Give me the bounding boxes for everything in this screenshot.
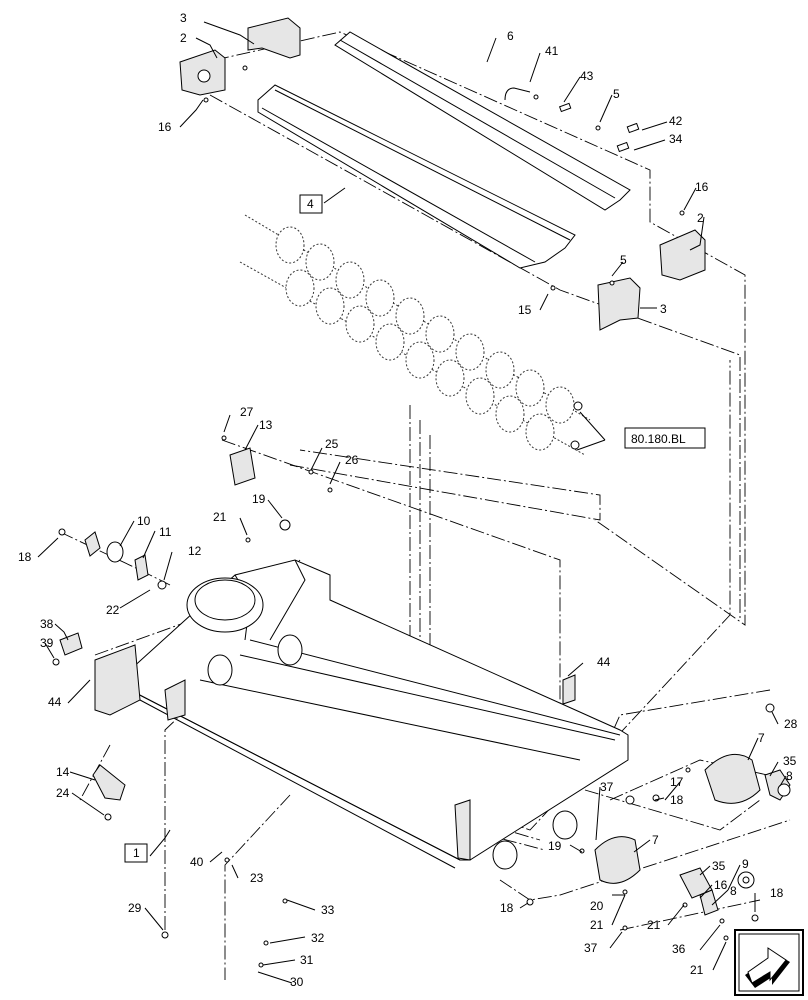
callout-4: 4 (307, 197, 314, 211)
callout-19-right: 19 (548, 839, 562, 853)
callout-8-lower: 8 (730, 884, 737, 898)
callout-27: 27 (240, 405, 254, 419)
callout-33: 33 (321, 903, 335, 917)
right-drive-parts (526, 753, 791, 941)
callout-20: 20 (590, 899, 604, 913)
bracket-upper-left (247, 17, 301, 59)
next-page-arrow-icon[interactable] (734, 929, 804, 996)
callout-16-right: 16 (695, 180, 709, 194)
callout-32: 32 (311, 931, 325, 945)
callout-34: 34 (669, 132, 683, 146)
callout-44-left: 44 (48, 695, 62, 709)
upper-cover (334, 31, 631, 211)
callout-6: 6 (507, 29, 514, 43)
callout-3-right: 3 (660, 302, 667, 316)
leader-lines (37, 21, 787, 984)
main-frame (94, 559, 629, 870)
callout-38: 38 (40, 617, 54, 631)
callout-13: 13 (259, 418, 273, 432)
callout-35-upper: 35 (783, 754, 797, 768)
callout-16-lower: 16 (714, 878, 728, 892)
callout-26: 26 (345, 453, 359, 467)
callout-29: 29 (128, 901, 142, 915)
callout-14: 14 (56, 765, 70, 779)
callout-36: 36 (672, 942, 686, 956)
drive-plate-upper (704, 753, 761, 804)
callout-18-bottom: 18 (500, 901, 514, 915)
callout-21-lower-a: 21 (590, 918, 604, 932)
callout-9: 9 (742, 857, 749, 871)
callout-5-right: 5 (620, 253, 627, 267)
callout-10: 10 (137, 514, 151, 528)
side-plate-left (94, 644, 141, 716)
callout-3-top-left: 3 (180, 11, 187, 25)
callout-30: 30 (290, 975, 304, 989)
callout-35-lower: 35 (712, 859, 726, 873)
callout-21-left: 21 (213, 510, 227, 524)
callout-24: 24 (56, 786, 70, 800)
callout-43: 43 (580, 69, 594, 83)
callout-22: 22 (106, 603, 120, 617)
callout-2-top-left: 2 (180, 31, 187, 45)
callout-44-right: 44 (597, 655, 611, 669)
plate-13 (229, 447, 256, 486)
callout-labels: 3 2 16 6 41 43 5 42 34 4 16 2 5 3 15 80.… (18, 11, 798, 989)
callout-37-lower: 37 (584, 941, 598, 955)
callout-31: 31 (300, 953, 314, 967)
callout-16-top-left: 16 (158, 120, 172, 134)
drive-plate-lower (594, 836, 641, 884)
reference-label: 80.180.BL (631, 432, 686, 446)
callout-41: 41 (545, 44, 559, 58)
callout-21-lower-b: 21 (647, 918, 661, 932)
callout-25: 25 (325, 437, 339, 451)
lower-cover (257, 84, 576, 269)
callout-15: 15 (518, 303, 532, 317)
callout-5-top: 5 (613, 87, 620, 101)
auger-flighting (239, 214, 591, 456)
callout-box-1 (124, 843, 148, 863)
callout-28: 28 (784, 717, 798, 731)
left-small-parts (52, 435, 775, 968)
callout-7-lower: 7 (652, 833, 659, 847)
cover-assembly (179, 17, 706, 331)
callout-1: 1 (133, 846, 140, 860)
callout-8-upper: 8 (786, 769, 793, 783)
callout-18-right: 18 (670, 793, 684, 807)
callout-19-left: 19 (252, 492, 266, 506)
shield-14 (92, 764, 126, 801)
callout-2-right: 2 (697, 211, 704, 225)
callout-23: 23 (250, 871, 264, 885)
callout-40: 40 (190, 855, 204, 869)
callout-box-4 (299, 194, 323, 214)
callout-11: 11 (159, 525, 172, 539)
callout-21-lower-c: 21 (690, 963, 704, 977)
callout-12: 12 (188, 544, 202, 558)
callout-7-upper: 7 (758, 731, 765, 745)
bracket-right (597, 277, 641, 331)
callout-18-left: 18 (18, 550, 32, 564)
callout-37-upper: 37 (600, 780, 614, 794)
callout-42: 42 (669, 114, 683, 128)
reference-box (624, 427, 706, 449)
callout-17: 17 (670, 775, 684, 789)
callout-39: 39 (40, 636, 54, 650)
bearing-plate-right (659, 229, 706, 281)
callout-18-lower-right: 18 (770, 886, 784, 900)
